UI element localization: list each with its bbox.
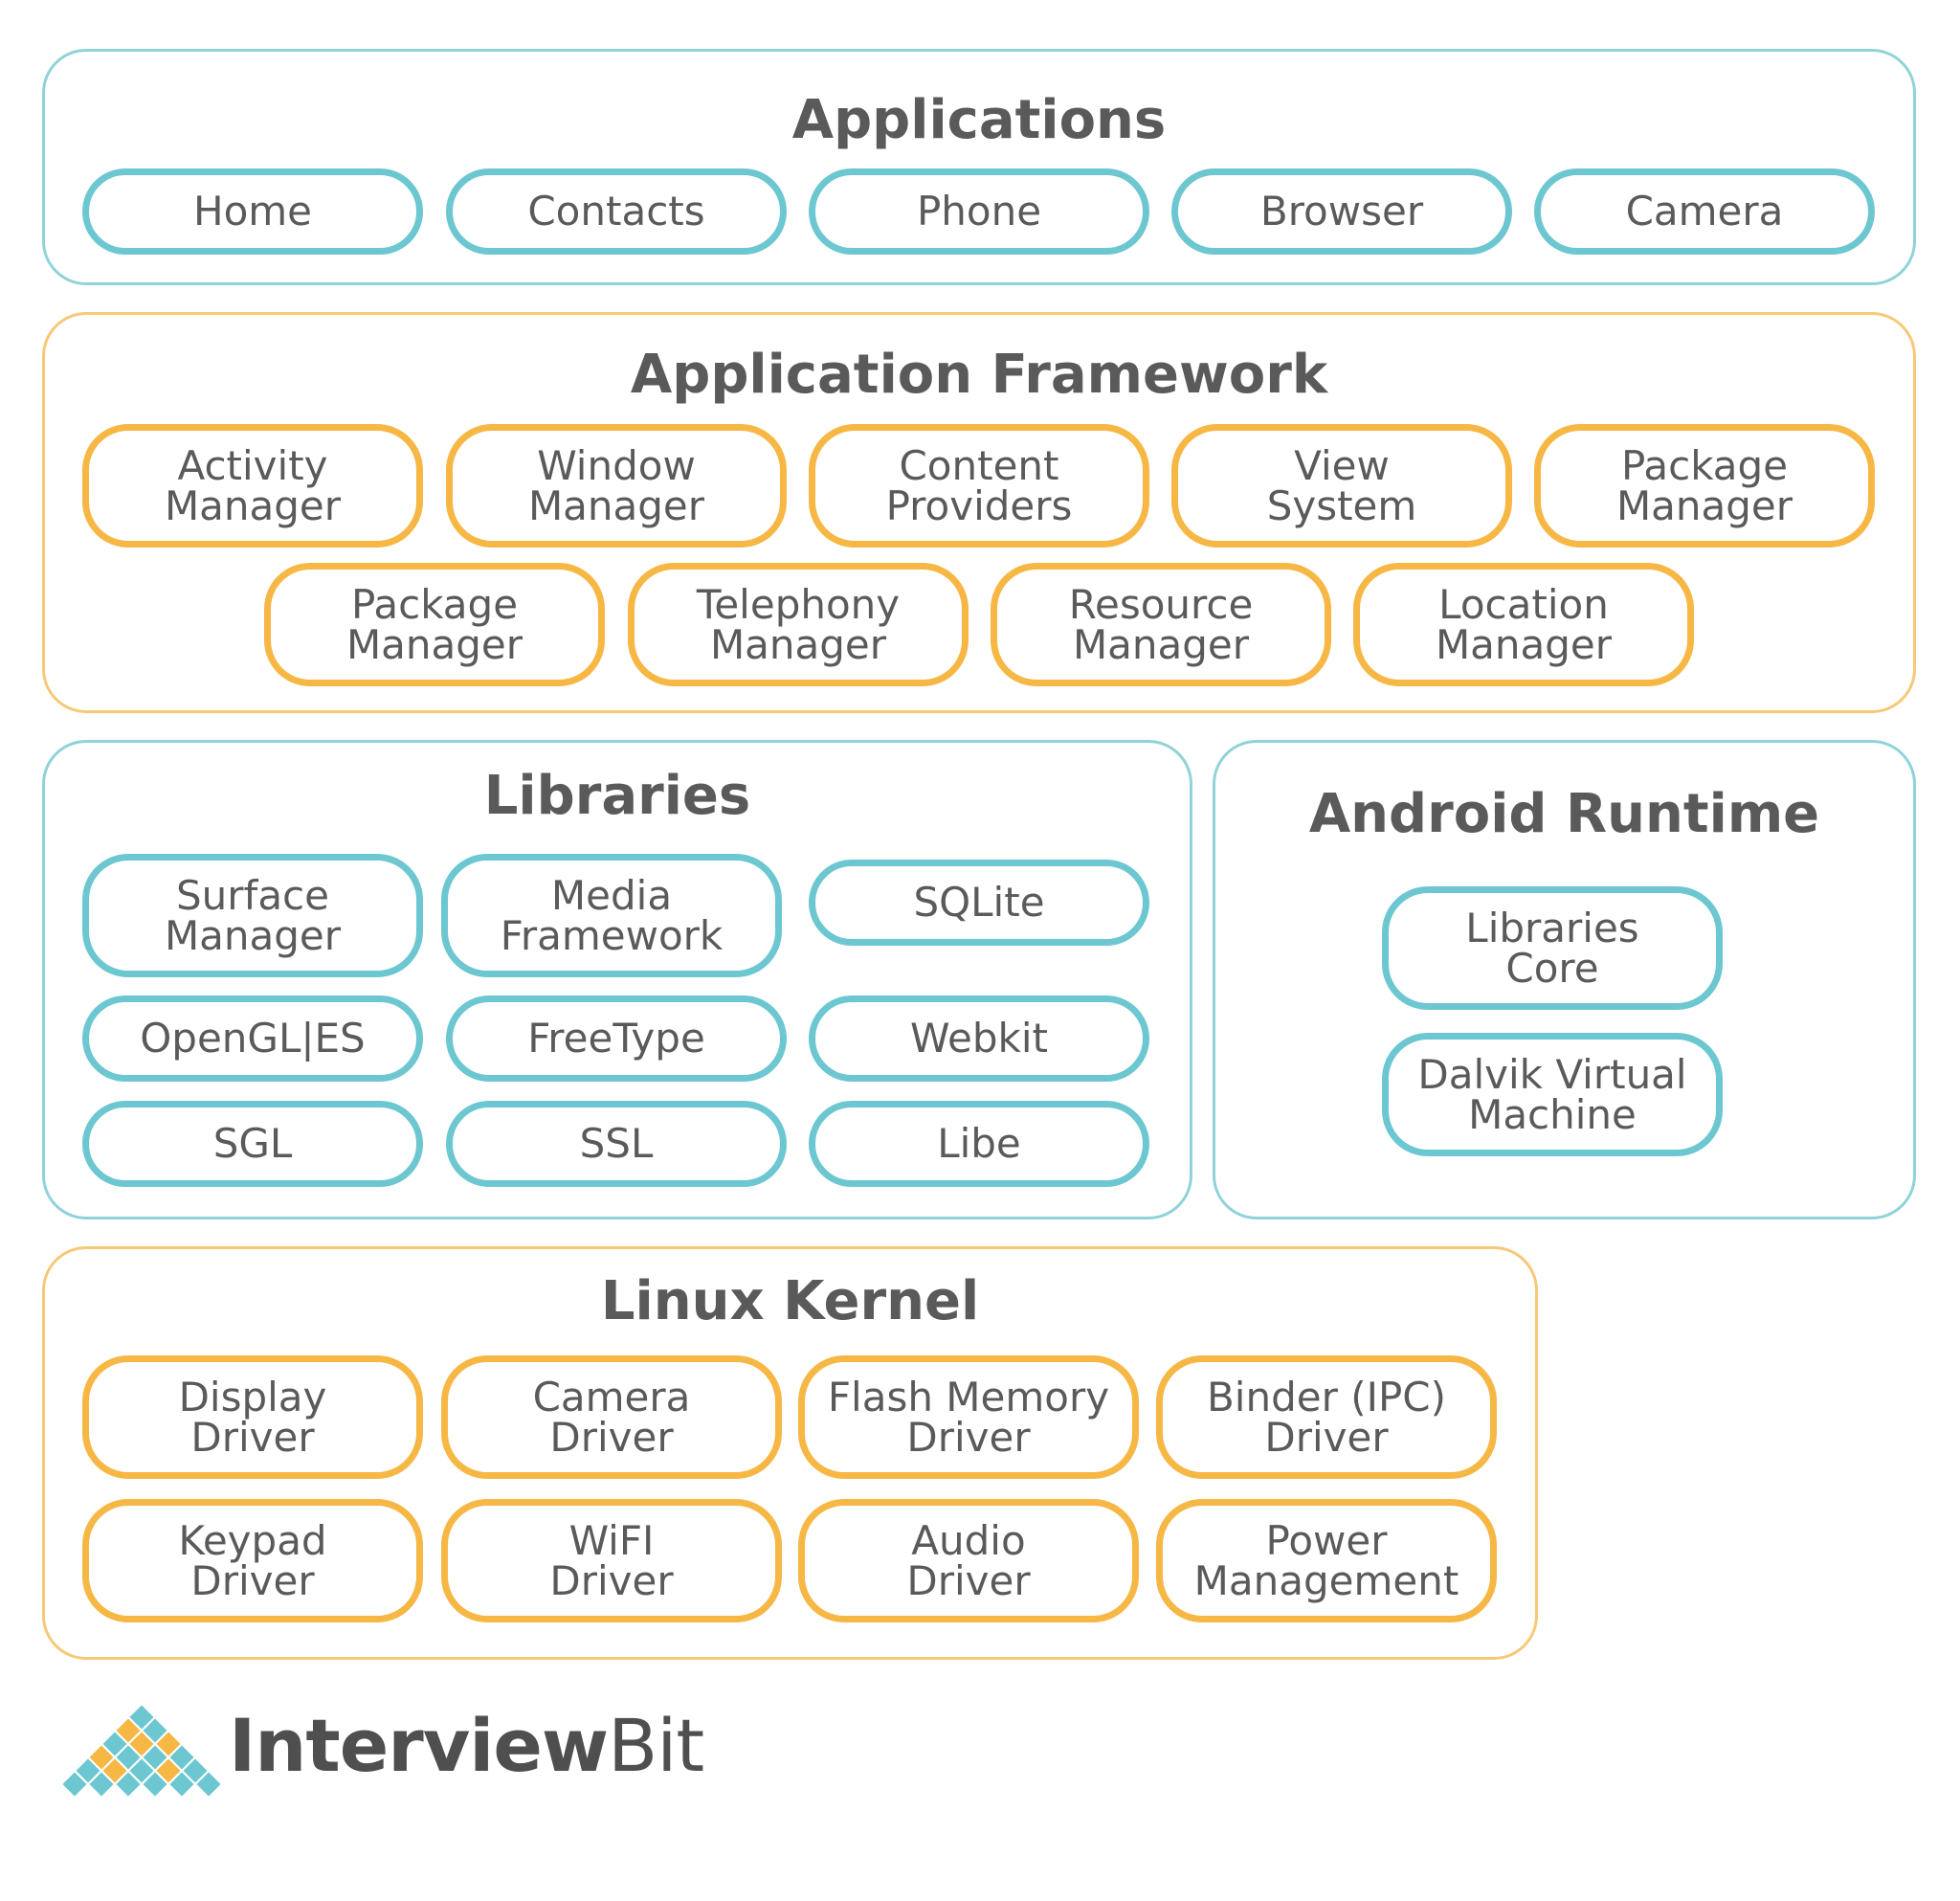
fw-package-manager-2[interactable]: Package Manager <box>264 563 605 686</box>
rt-libraries-core[interactable]: Libraries Core <box>1382 886 1723 1010</box>
k-flash-memory-driver[interactable]: Flash Memory Driver <box>798 1355 1139 1479</box>
framework-title: Application Framework <box>630 344 1328 406</box>
interviewbit-logo: InterviewBit <box>63 1704 704 1809</box>
fw-view-system[interactable]: View System <box>1171 424 1512 548</box>
rt-dalvik-vm[interactable]: Dalvik Virtual Machine <box>1382 1033 1723 1156</box>
logo-diamond-icon <box>63 1704 221 1800</box>
lib-sqlite[interactable]: SQLite <box>809 860 1149 946</box>
fw-resource-manager[interactable]: Resource Manager <box>991 563 1331 686</box>
lib-ssl[interactable]: SSL <box>446 1101 787 1187</box>
kernel-title: Linux Kernel <box>600 1270 980 1332</box>
fw-location-manager[interactable]: Location Manager <box>1353 563 1694 686</box>
lib-freetype[interactable]: FreeType <box>446 995 787 1082</box>
logo-wordmark: InterviewBit <box>229 1710 704 1782</box>
logo-text-interview: Interview <box>229 1703 609 1788</box>
k-binder-ipc-driver[interactable]: Binder (IPC) Driver <box>1156 1355 1497 1479</box>
app-phone[interactable]: Phone <box>809 168 1149 255</box>
applications-title: Applications <box>791 89 1167 151</box>
fw-content-providers[interactable]: Content Providers <box>809 424 1149 548</box>
k-camera-driver[interactable]: Camera Driver <box>441 1355 782 1479</box>
fw-activity-manager[interactable]: Activity Manager <box>82 424 423 548</box>
k-power-management[interactable]: Power Management <box>1156 1499 1497 1622</box>
k-keypad-driver[interactable]: Keypad Driver <box>82 1499 423 1622</box>
lib-surface-manager[interactable]: Surface Manager <box>82 854 423 977</box>
lib-webkit[interactable]: Webkit <box>809 995 1149 1082</box>
app-home[interactable]: Home <box>82 168 423 255</box>
lib-opengl-es[interactable]: OpenGL|ES <box>82 995 423 1082</box>
k-display-driver[interactable]: Display Driver <box>82 1355 423 1479</box>
fw-package-manager-1[interactable]: Package Manager <box>1534 424 1875 548</box>
fw-window-manager[interactable]: Window Manager <box>446 424 787 548</box>
lib-libe[interactable]: Libe <box>809 1101 1149 1187</box>
app-contacts[interactable]: Contacts <box>446 168 787 255</box>
k-wifi-driver[interactable]: WiFI Driver <box>441 1499 782 1622</box>
lib-sgl[interactable]: SGL <box>82 1101 423 1187</box>
lib-media-framework[interactable]: Media Framework <box>441 854 782 977</box>
app-browser[interactable]: Browser <box>1171 168 1512 255</box>
fw-telephony-manager[interactable]: Telephony Manager <box>628 563 969 686</box>
runtime-title: Android Runtime <box>1308 783 1820 845</box>
libraries-title: Libraries <box>483 765 751 827</box>
k-audio-driver[interactable]: Audio Driver <box>798 1499 1139 1622</box>
logo-text-bit: Bit <box>608 1703 704 1788</box>
app-camera[interactable]: Camera <box>1534 168 1875 255</box>
